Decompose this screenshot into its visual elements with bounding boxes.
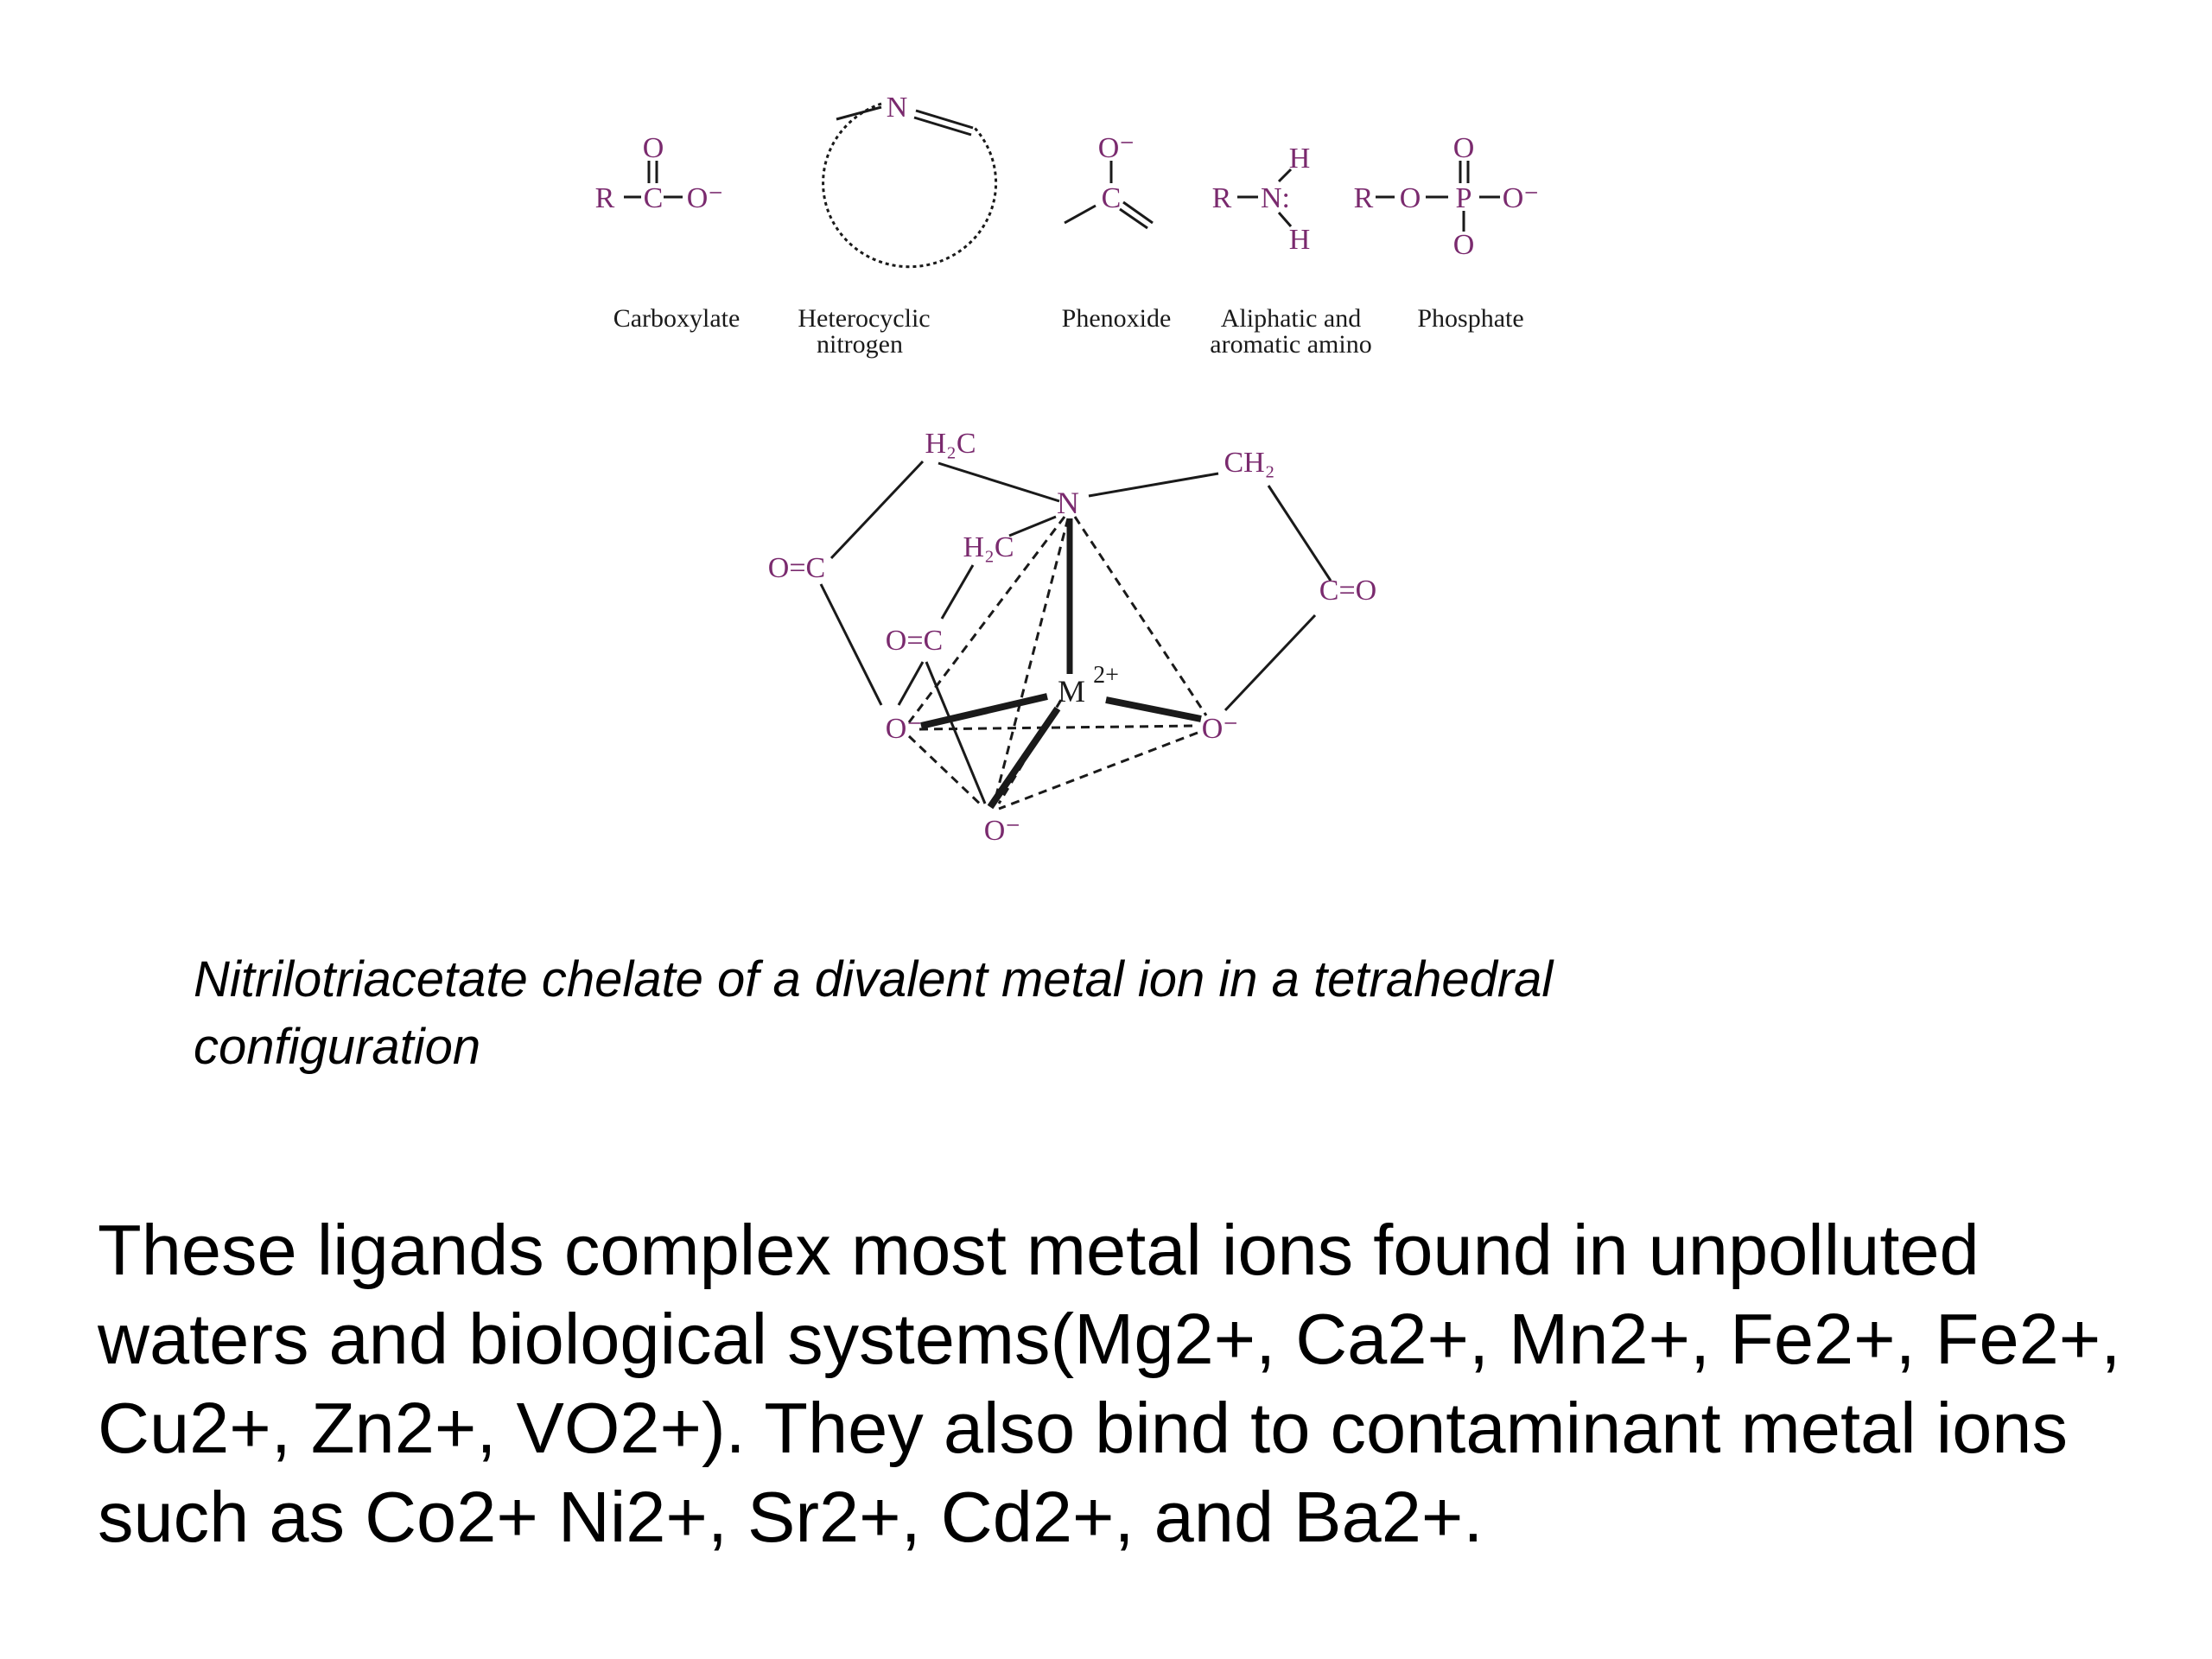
chelate-oc-inner: O=C: [886, 625, 943, 657]
carboxylate-c: C: [644, 182, 664, 214]
amino-h-top: H: [1289, 143, 1311, 175]
figure-caption: Nitrilotriacetate chelate of a divalent …: [194, 951, 1554, 1075]
amino-r: R: [1212, 182, 1232, 214]
phenoxide-label: Phenoxide: [1062, 304, 1172, 333]
amino-n: N:: [1261, 182, 1290, 214]
amino-h-bottom: H: [1289, 224, 1311, 256]
chelate-charge: 2+: [1093, 662, 1119, 689]
phosphate-p: P: [1456, 182, 1472, 214]
heterocyclic-n: N: [887, 92, 908, 124]
phosphate-o-link: O: [1400, 182, 1421, 214]
chelate-o-bottom: O⁻: [984, 815, 1021, 847]
phosphate-label: Phosphate: [1417, 304, 1523, 333]
heterocyclic-label-line1: Heterocyclic: [798, 304, 930, 333]
chelate-co-right: C=O: [1319, 575, 1376, 607]
phosphate-o-minus: O⁻: [1503, 182, 1540, 214]
heterocyclic-structure: N: [822, 92, 998, 269]
chelate-oc-left: O=C: [768, 552, 825, 584]
chelate-n: N: [1057, 486, 1079, 520]
chelate-o-left: O⁻: [886, 713, 923, 745]
heterocyclic-label-line2: nitrogen: [817, 330, 903, 359]
carboxylate-label: Carboxylate: [613, 304, 741, 333]
phosphate-o-top: O: [1453, 132, 1475, 164]
amino-structure: R N: H H: [1212, 143, 1311, 256]
chelate-o-right: O⁻: [1202, 713, 1239, 745]
amino-label-line1: Aliphatic and: [1221, 304, 1361, 333]
amino-label-line2: aromatic amino: [1210, 330, 1371, 359]
carboxylate-o-minus: O⁻: [687, 182, 724, 214]
chelate-metal: M: [1058, 674, 1085, 709]
carboxylate-structure: R C O O⁻: [595, 132, 724, 214]
phenoxide-o-minus: O⁻: [1098, 132, 1135, 164]
chelate-h2c-outer: H₂C: [925, 428, 976, 460]
carboxylate-r: R: [595, 182, 615, 214]
chelate-ch2-right: CH₂: [1224, 447, 1274, 479]
phosphate-o-bottom: O: [1453, 229, 1475, 261]
carboxylate-o-top: O: [643, 132, 664, 164]
phosphate-structure: R O P O O O⁻: [1354, 132, 1540, 261]
phosphate-r: R: [1354, 182, 1374, 214]
nta-chelate-structure: N M 2+ H₂C H₂C CH₂ O=C O=C C=O O⁻ O⁻ O⁻: [768, 428, 1376, 847]
body-paragraph: These ligands complex most metal ions fo…: [98, 1210, 2121, 1557]
phenoxide-structure: O⁻ C: [1064, 132, 1154, 230]
phenoxide-c: C: [1102, 182, 1122, 214]
chelate-h2c-inner: H₂C: [963, 531, 1014, 563]
